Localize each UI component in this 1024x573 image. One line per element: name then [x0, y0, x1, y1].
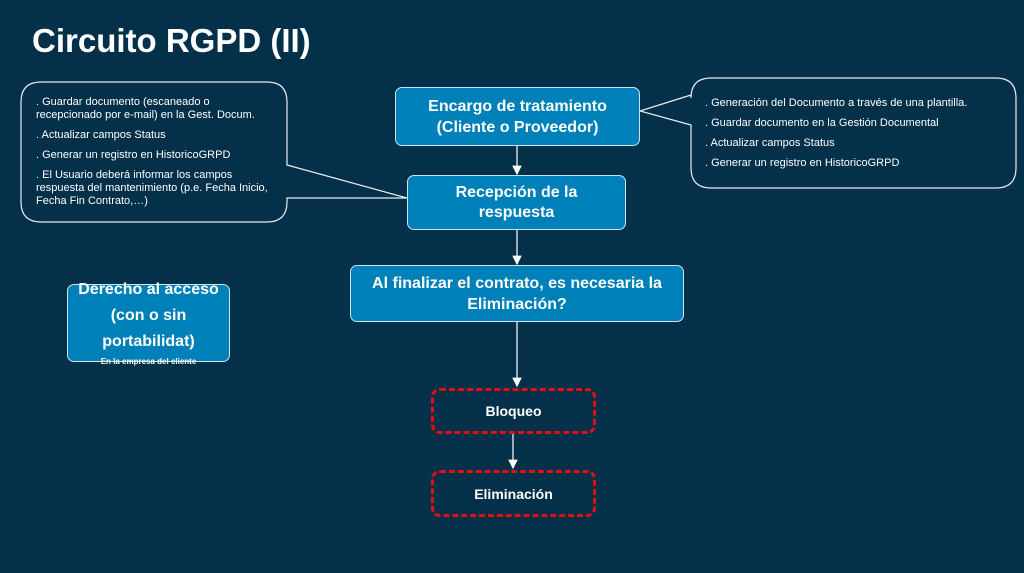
left-callout-shape	[20, 81, 408, 223]
box-line: Al finalizar el contrato, es necesaria l…	[372, 274, 662, 292]
note-item: . Generar un registro en HistoricoGRPD	[705, 157, 900, 169]
eliminacion-box: Eliminación	[431, 470, 596, 517]
right-note: . Generación del Documento a través de u…	[705, 97, 1005, 177]
note-item: . Guardar documento (escaneado o recepci…	[36, 96, 255, 121]
note-item: . Actualizar campos Status	[705, 137, 835, 149]
box-line: respuesta	[478, 203, 555, 221]
box-subtitle: En la empresa del cliente	[100, 357, 197, 366]
finalizar-box: Al finalizar el contrato, es necesaria l…	[350, 265, 684, 322]
note-item: . El Usuario deberá informar los campos …	[36, 169, 268, 207]
note-item: . Generación del Documento a través de u…	[705, 97, 968, 109]
box-line: Eliminación?	[467, 295, 567, 313]
box-line: Encargo de tratamiento	[428, 97, 607, 115]
bloqueo-box: Bloqueo	[431, 388, 596, 434]
recepcion-box: Recepción de la respuesta	[407, 175, 626, 230]
left-note: . Guardar documento (escaneado o recepci…	[36, 96, 276, 215]
derecho-box: Derecho al acceso (con o sin portabilida…	[67, 281, 230, 366]
slide-title: Circuito RGPD (II)	[32, 22, 311, 59]
note-item: . Actualizar campos Status	[36, 129, 166, 141]
box-line: Derecho al acceso	[78, 281, 219, 298]
box-line: (Cliente o Proveedor)	[436, 118, 599, 136]
note-item: . Generar un registro en HistoricoGRPD	[36, 149, 231, 161]
box-line: (con o sin portabilidat)	[102, 307, 195, 350]
note-item: . Guardar documento en la Gestión Docume…	[705, 117, 939, 129]
right-callout-shape	[637, 77, 1017, 189]
box-line: Recepción de la	[455, 183, 578, 201]
encargo-box: Encargo de tratamiento (Cliente o Provee…	[395, 87, 640, 146]
